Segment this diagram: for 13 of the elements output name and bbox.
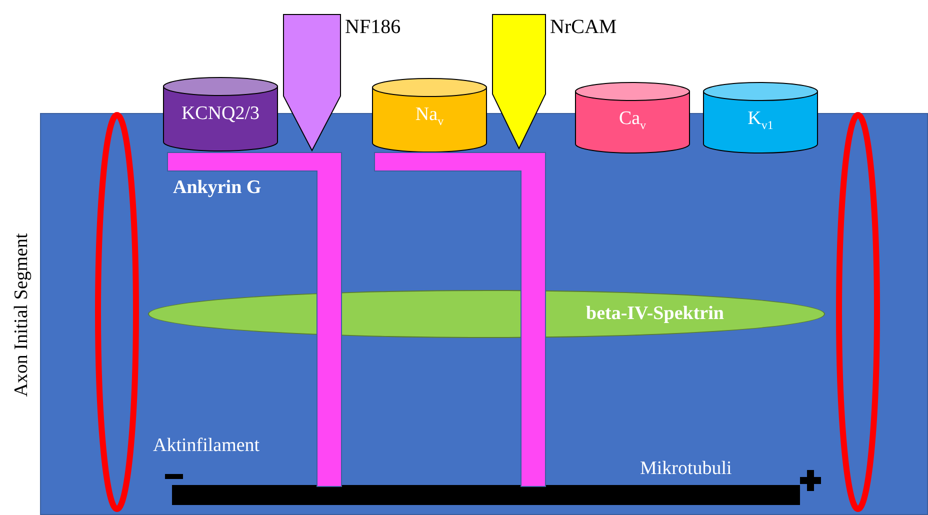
protein-label: Ankyrin G [173,177,262,199]
channel-label: K$_{v1}$ [746,108,774,133]
axis-label: Axon Initial Segment [11,233,33,397]
actin-ring [95,112,139,512]
microtubule-label: Mikrotubuli [640,458,732,480]
channel-label: Na$_{v}$ [414,104,445,129]
channel-label: KCNQ2/3 [180,103,261,125]
channel-label: Ca$_{v}$ [618,108,648,133]
protein-label: NF186 [345,16,401,39]
filament-label: Aktinfilament [153,435,260,457]
protein-label: beta-IV-Spektrin [586,303,724,325]
protein-label: NrCAM [550,16,617,39]
actin-ring [836,112,880,512]
